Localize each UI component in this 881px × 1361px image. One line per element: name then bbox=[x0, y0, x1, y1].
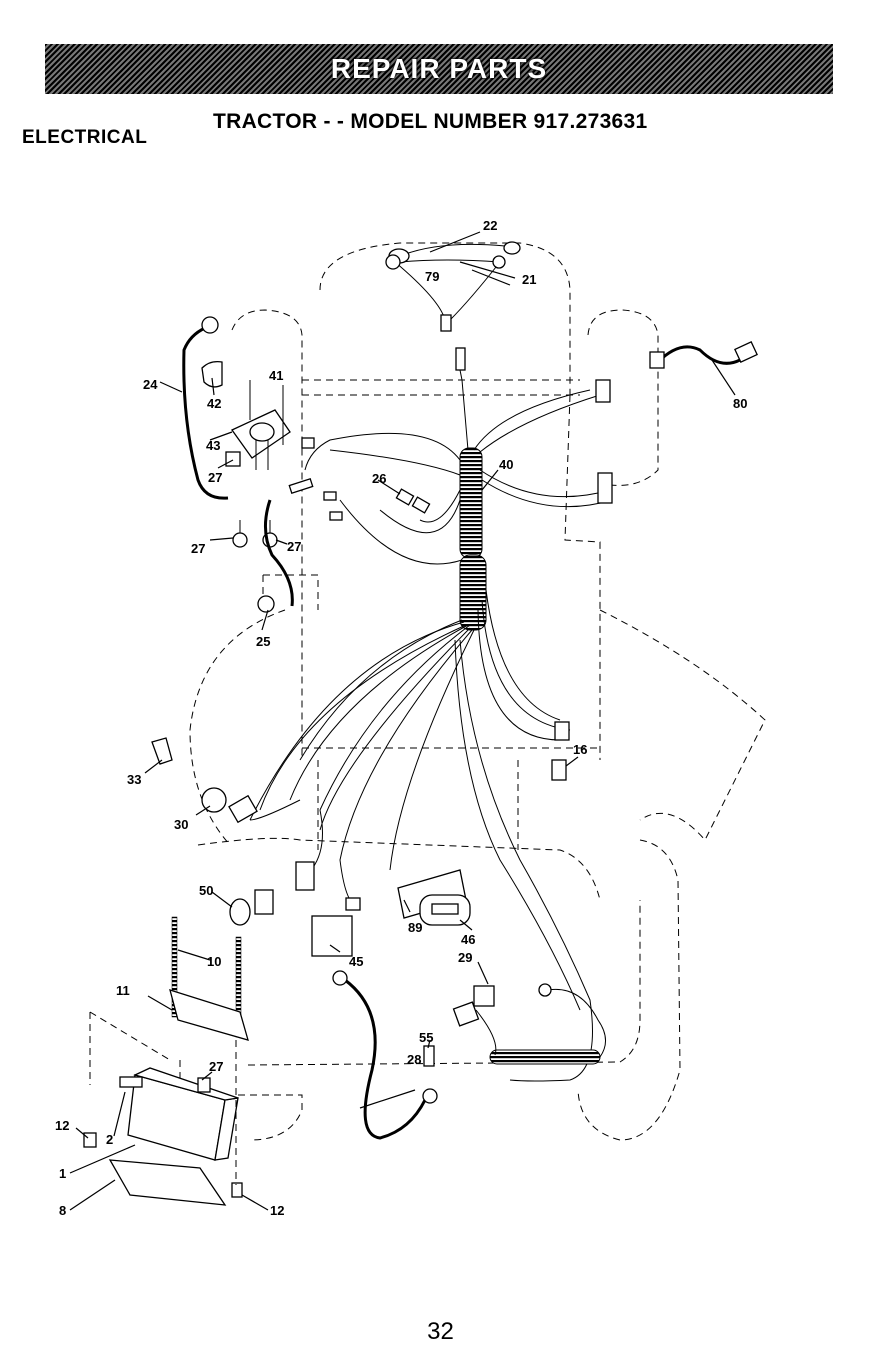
callout-46: 46 bbox=[461, 932, 475, 947]
battery-tray bbox=[110, 1160, 225, 1205]
harness-coil-upper bbox=[460, 448, 482, 558]
callout-79: 79 bbox=[425, 269, 439, 284]
harness-80 bbox=[596, 342, 757, 503]
callout-45: 45 bbox=[349, 954, 363, 969]
callout-27c: 27 bbox=[287, 539, 301, 554]
callout-22: 22 bbox=[483, 218, 497, 233]
callout-12a: 12 bbox=[55, 1118, 69, 1133]
solenoid-body bbox=[250, 423, 274, 441]
callout-1: 1 bbox=[59, 1166, 66, 1181]
callout-24: 24 bbox=[143, 377, 158, 392]
callout-16: 16 bbox=[573, 742, 587, 757]
pto-switch bbox=[474, 986, 494, 1006]
callout-29: 29 bbox=[458, 950, 472, 965]
harness-coil-lower bbox=[460, 555, 486, 630]
callout-27d: 27 bbox=[209, 1059, 223, 1074]
callout-25: 25 bbox=[256, 634, 270, 649]
callout-89: 89 bbox=[408, 920, 422, 935]
callout-27a: 27 bbox=[208, 470, 222, 485]
callout-43: 43 bbox=[206, 438, 220, 453]
hour-meter bbox=[312, 916, 352, 956]
headlight-assembly bbox=[386, 242, 520, 370]
callout-42: 42 bbox=[207, 396, 221, 411]
headlight-connector bbox=[441, 315, 451, 331]
callout-80: 80 bbox=[733, 396, 747, 411]
callout-30: 30 bbox=[174, 817, 188, 832]
light-switch-knob bbox=[230, 899, 250, 925]
callout-27b: 27 bbox=[191, 541, 205, 556]
callout-50: 50 bbox=[199, 883, 213, 898]
callout-2: 2 bbox=[106, 1132, 113, 1147]
headlight-bulb-right bbox=[504, 242, 520, 254]
solenoid-assembly bbox=[184, 317, 313, 612]
callout-33: 33 bbox=[127, 772, 141, 787]
callout-12b: 12 bbox=[270, 1203, 284, 1218]
harness-front-connector bbox=[456, 348, 465, 370]
callout-11: 11 bbox=[116, 983, 130, 998]
callout-55: 55 bbox=[419, 1030, 433, 1045]
callout-26: 26 bbox=[372, 471, 386, 486]
page-number: 32 bbox=[0, 1318, 881, 1346]
callout-41: 41 bbox=[269, 368, 283, 383]
callout-40: 40 bbox=[499, 457, 513, 472]
callout-28: 28 bbox=[407, 1052, 421, 1067]
callout-8: 8 bbox=[59, 1203, 66, 1218]
seat-switch bbox=[552, 760, 566, 780]
callout-10: 10 bbox=[207, 954, 221, 969]
callout-21: 21 bbox=[522, 272, 536, 287]
callout-labels: 22 79 21 80 24 41 42 43 27 26 40 27 27 2… bbox=[55, 218, 747, 1218]
